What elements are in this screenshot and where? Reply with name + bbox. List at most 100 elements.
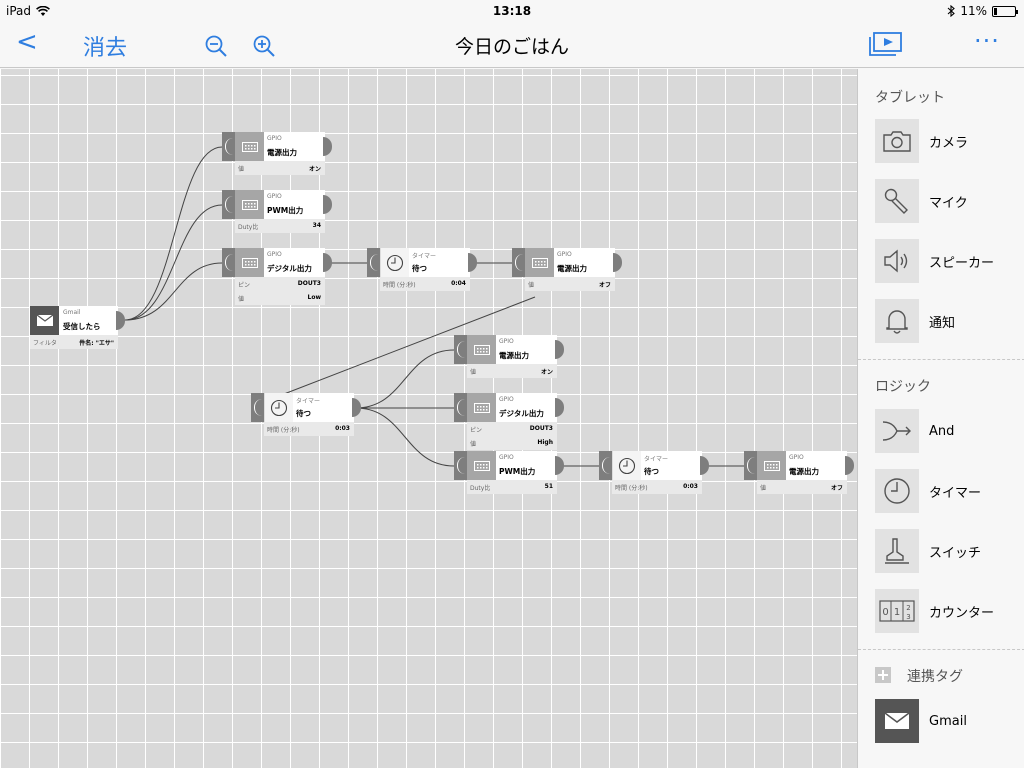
node-param[interactable]: 値 Low (235, 291, 325, 305)
input-port[interactable] (367, 248, 380, 277)
output-port[interactable] (323, 253, 332, 272)
param-value: DOUT3 (297, 280, 321, 287)
input-port[interactable] (251, 393, 264, 422)
connection-wires (124, 146, 744, 467)
palette-item-label: カメラ (929, 135, 969, 151)
svg-text:0: 0 (882, 607, 888, 618)
palette-item-label: スピーカー (929, 255, 995, 271)
input-port[interactable] (222, 132, 235, 161)
param-value: High (537, 439, 553, 446)
param-key: ピン (470, 427, 483, 434)
svg-text:2: 2 (906, 604, 910, 612)
clock-icon (380, 248, 409, 277)
output-port[interactable] (555, 398, 564, 417)
input-port[interactable] (512, 248, 525, 277)
nav-bar: < 消去 今日のごはん ··· (0, 22, 1024, 68)
node-title: 受信したら (63, 322, 101, 331)
gpio-icon (525, 248, 554, 277)
add-tag-button[interactable] (875, 667, 891, 683)
node-param[interactable]: 時間 (分:秒) 0:03 (612, 480, 702, 494)
param-key: 値 (238, 296, 245, 303)
input-port[interactable] (222, 190, 235, 219)
component-palette: タブレット カメラ マイク スピーカー 通知 ロジック And タイマー スイッ… (857, 69, 1024, 768)
node-param[interactable]: 時間 (分:秒) 0:03 (264, 422, 354, 436)
back-button[interactable]: < (16, 27, 38, 57)
input-port[interactable] (222, 248, 235, 277)
mail-icon (30, 306, 59, 335)
node-category: GPIO (499, 454, 514, 461)
node-param[interactable]: 時間 (分:秒)0:04 (380, 277, 470, 291)
param-value: 0:03 (683, 483, 698, 490)
param-value: 34 (312, 222, 321, 229)
tags-section-header: 連携タグ (907, 669, 963, 685)
logic-section-header: ロジック (875, 379, 931, 395)
input-port[interactable] (454, 335, 467, 364)
palette-item-label: Gmail (929, 713, 967, 729)
palette-item-label: カウンター (929, 605, 995, 621)
param-key: 時間 (分:秒) (267, 427, 300, 434)
slideshow-icon[interactable] (866, 31, 904, 59)
clear-button[interactable]: 消去 (83, 36, 128, 61)
clock-icon (612, 451, 641, 480)
node-title: 待つ (644, 467, 659, 476)
output-port[interactable] (700, 456, 709, 475)
output-port[interactable] (845, 456, 854, 475)
node-title: 待つ (412, 264, 427, 273)
output-port[interactable] (468, 253, 477, 272)
tablet-section-header: タブレット (875, 90, 945, 106)
input-port[interactable] (599, 451, 612, 480)
node-param[interactable]: 値オフ (525, 277, 615, 291)
zoom-in-icon[interactable] (252, 34, 276, 58)
zoom-out-icon[interactable] (204, 34, 228, 58)
more-button[interactable]: ··· (974, 27, 1000, 55)
node-title: PWM出力 (267, 206, 304, 215)
output-port[interactable] (555, 456, 564, 475)
palette-item-notification[interactable]: 通知 (875, 298, 1015, 344)
svg-text:1: 1 (894, 607, 900, 618)
input-port[interactable] (454, 393, 467, 422)
palette-item-speaker[interactable]: スピーカー (875, 238, 1015, 284)
input-port[interactable] (454, 451, 467, 480)
device-name: iPad (6, 4, 32, 18)
palette-item-and[interactable]: And (875, 408, 1015, 454)
output-port[interactable] (352, 398, 361, 417)
page-title: 今日のごはん (454, 36, 569, 58)
node-param[interactable]: 値オン (235, 161, 325, 175)
palette-item-switch[interactable]: スイッチ (875, 528, 1015, 574)
section-divider (858, 359, 1024, 360)
palette-item-label: マイク (929, 195, 968, 211)
node-param[interactable]: 値オン (467, 364, 557, 378)
svg-text:3: 3 (906, 613, 910, 621)
output-port[interactable] (555, 340, 564, 359)
speaker-icon (875, 239, 919, 283)
node-category: GPIO (267, 251, 282, 258)
node-param[interactable]: 値オフ (757, 480, 847, 494)
palette-item-camera[interactable]: カメラ (875, 118, 1015, 164)
node-title: 電源出力 (499, 351, 529, 360)
param-value: 0:03 (335, 425, 350, 432)
output-port[interactable] (116, 311, 125, 330)
palette-item-gmail[interactable]: Gmail (875, 698, 1015, 744)
gpio-icon (235, 190, 264, 219)
output-port[interactable] (613, 253, 622, 272)
node-param[interactable]: フィルタ件名: "エサ" (30, 335, 118, 349)
input-port[interactable] (744, 451, 757, 480)
output-port[interactable] (323, 137, 332, 156)
node-title: 電源出力 (789, 467, 819, 476)
palette-item-timer[interactable]: タイマー (875, 468, 1015, 514)
output-port[interactable] (323, 195, 332, 214)
param-value: 51 (544, 483, 553, 490)
node-title: PWM出力 (499, 467, 536, 476)
param-key: 時間 (分:秒) (615, 485, 648, 492)
gpio-icon (235, 132, 264, 161)
palette-item-microphone[interactable]: マイク (875, 178, 1015, 224)
param-value: Low (307, 294, 322, 301)
